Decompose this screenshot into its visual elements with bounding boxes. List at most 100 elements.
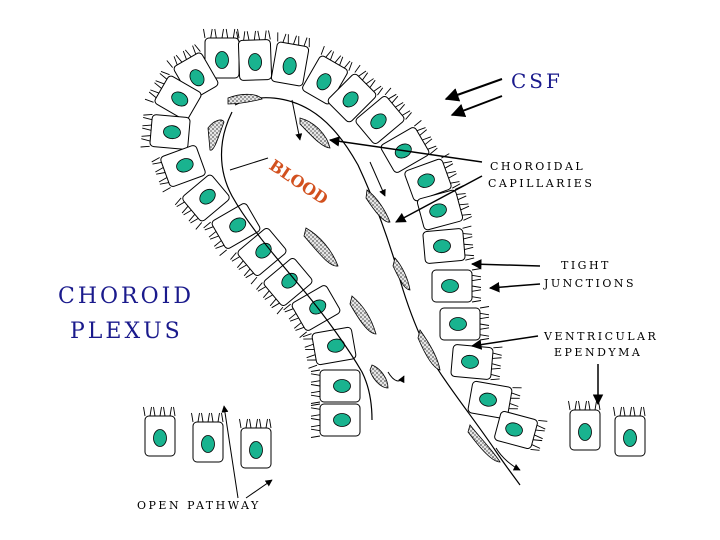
nucleus [479, 392, 497, 407]
epithelial-cell [256, 258, 313, 315]
cilia [144, 71, 170, 103]
nucleus [623, 429, 637, 447]
nucleus [449, 317, 467, 331]
basal-membrane-inner [220, 111, 373, 421]
epithelial-cell [151, 145, 206, 193]
cilia [320, 45, 353, 71]
epithelial-cell [191, 412, 224, 463]
epithelial-cell [568, 400, 601, 451]
nucleus [578, 423, 592, 441]
open-pathway-arrows [221, 405, 273, 499]
csf-label: CSF [511, 69, 563, 93]
epithelial-cells [140, 28, 646, 469]
cilia [506, 387, 522, 420]
choroid-plexus-title-line2: PLEXUS [70, 319, 183, 344]
epithelial-cell [310, 369, 361, 404]
cilia [191, 412, 224, 423]
nucleus [370, 113, 387, 130]
cilia [143, 406, 176, 417]
cilia [239, 418, 272, 429]
ventricular-ependyma-label-line2: EPENDYMA [554, 346, 642, 359]
epithelial-cell [431, 268, 482, 303]
cilia [203, 28, 240, 39]
epithelial-cell [450, 344, 503, 381]
nucleus [171, 91, 189, 107]
csf-arrows [444, 78, 503, 118]
cilia [230, 252, 258, 285]
cilia [471, 268, 482, 303]
cilia [384, 87, 412, 120]
nucleus [417, 173, 435, 188]
cilia [174, 197, 203, 230]
cilia [530, 419, 548, 451]
nucleus [215, 51, 229, 69]
ventricular-ependyma-label-line1: VENTRICULAR [543, 330, 658, 343]
epithelial-cell [236, 30, 273, 81]
cilia [354, 64, 384, 96]
epithelial-cell [613, 406, 646, 457]
epithelial-cell [270, 32, 310, 87]
ventricular-ependyma-arrows [470, 335, 604, 406]
cilia [203, 221, 227, 257]
cilia [479, 306, 490, 341]
cilia [414, 119, 438, 155]
nucleus [282, 57, 297, 75]
choroidal-capillaries-label-line1: CHOROIDAL [490, 160, 585, 173]
nucleus [189, 69, 205, 87]
cilia [166, 44, 201, 68]
nucleus [229, 217, 247, 233]
nucleus [201, 435, 215, 453]
cilia [613, 406, 646, 417]
tight-junctions-label-line2: JUNCTIONS [543, 277, 636, 290]
cilia [256, 282, 284, 315]
choroidal-capillaries-arrows [328, 136, 483, 223]
cilia [310, 369, 321, 404]
cilia [490, 346, 503, 381]
choroidal-capillaries [207, 93, 501, 463]
nucleus [163, 125, 181, 140]
epithelial-cell [467, 380, 522, 420]
epithelial-cell [439, 306, 490, 341]
epithelial-cell [355, 87, 412, 144]
nucleus [429, 203, 447, 218]
tight-junctions-arrows [470, 259, 541, 293]
epithelial-cell [239, 418, 272, 469]
blood-flow-arrows [229, 99, 521, 471]
epithelial-cell [144, 71, 202, 121]
nucleus [441, 279, 459, 293]
epithelial-cell [302, 326, 357, 369]
cilia [302, 333, 318, 369]
cilia [140, 113, 153, 148]
epithelial-cell [422, 225, 475, 264]
cilia [277, 32, 310, 48]
nucleus [176, 158, 194, 173]
epithelial-cell [140, 113, 191, 150]
epithelial-cell [416, 185, 472, 231]
cilia [151, 157, 171, 193]
nucleus [461, 354, 479, 369]
cilia [236, 30, 271, 41]
epithelial-cell [174, 174, 230, 230]
cilia [462, 225, 475, 261]
epithelial-cell [327, 64, 384, 123]
choroid-plexus-title-line1: CHOROID [58, 284, 194, 309]
blood-label: BLOOD [266, 156, 332, 209]
nucleus [281, 272, 298, 289]
epithelial-cell [143, 406, 176, 457]
nucleus [433, 239, 451, 254]
cilia [310, 403, 321, 438]
cilia [441, 153, 461, 189]
epithelial-cell [203, 203, 261, 257]
nucleus [342, 91, 359, 108]
nucleus [316, 73, 332, 91]
nucleus [505, 422, 523, 437]
open-pathway-label: OPEN PATHWAY [137, 499, 261, 512]
epithelial-cell [310, 403, 361, 438]
tight-junctions-label-line1: TIGHT [561, 259, 611, 272]
nucleus [333, 413, 351, 427]
nucleus [199, 188, 216, 205]
nucleus [333, 379, 351, 393]
cilia [283, 303, 307, 339]
cilia [568, 400, 601, 411]
